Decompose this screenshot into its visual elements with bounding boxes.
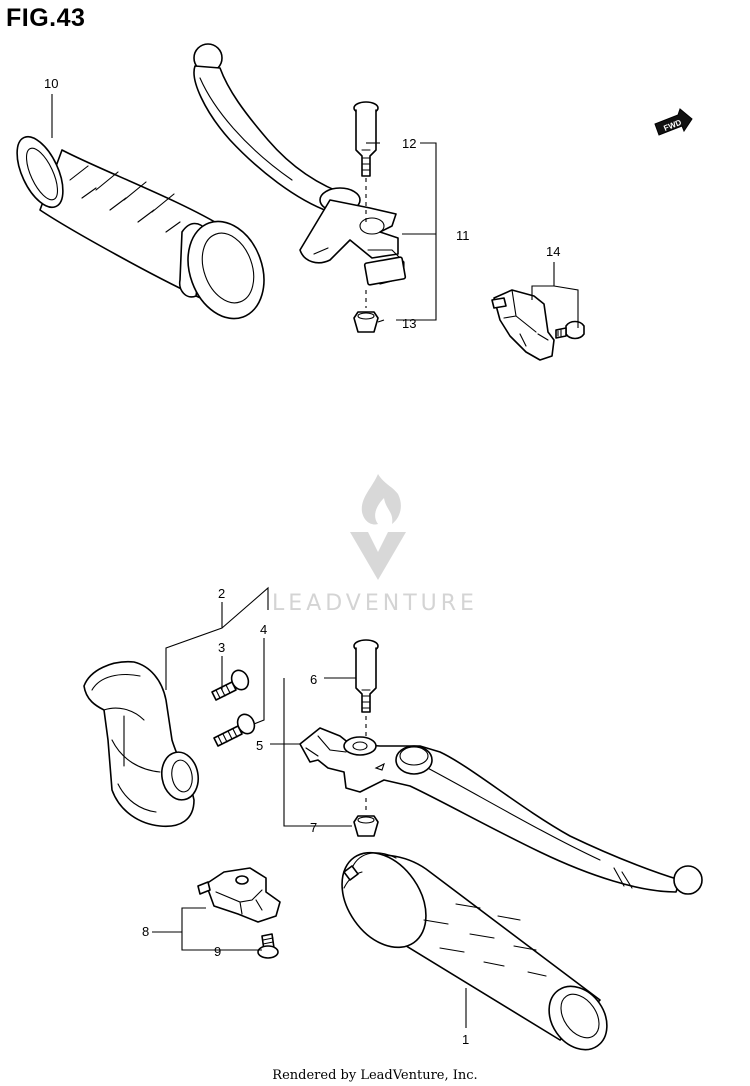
callout-14: 14 — [546, 244, 560, 259]
pivot-bolt-bottom — [353, 639, 379, 738]
nut-top — [353, 290, 379, 333]
watermark: LEADVENTURE — [272, 474, 478, 616]
callout-12: 12 — [402, 136, 416, 151]
leader-lines — [51, 94, 579, 1028]
callout-8: 8 — [142, 924, 149, 939]
callout-6: 6 — [310, 672, 317, 687]
nut-bottom — [353, 798, 379, 837]
callout-1: 1 — [462, 1032, 469, 1047]
screw-lower — [213, 713, 256, 747]
footer-credit: Rendered by LeadVenture, Inc. — [272, 1068, 478, 1083]
clutch-switch-top — [491, 289, 585, 361]
callout-2: 2 — [218, 586, 225, 601]
fwd-direction-badge: FWD — [654, 108, 693, 136]
callout-13: 13 — [402, 316, 416, 331]
switch-housing — [83, 661, 200, 828]
handlebar-grip-left — [16, 135, 265, 320]
callout-10: 10 — [44, 76, 58, 91]
callout-4: 4 — [260, 622, 267, 637]
brake-lever-bottom — [299, 727, 703, 895]
callout-11: 11 — [456, 228, 470, 243]
clutch-lever-top — [193, 43, 407, 286]
fwd-arrow-icon — [654, 108, 693, 136]
callout-5: 5 — [256, 738, 263, 753]
screw-upper — [211, 669, 250, 701]
callout-9: 9 — [214, 944, 221, 959]
watermark-v-icon — [350, 532, 406, 580]
throttle-grip-right — [341, 851, 608, 1051]
callout-numbers: 10 12 11 13 14 2 3 4 6 5 7 8 9 1 — [44, 76, 560, 1047]
watermark-text: LEADVENTURE — [272, 591, 478, 616]
callout-7: 7 — [310, 820, 317, 835]
figure-title: FIG.43 — [6, 4, 86, 32]
callout-3: 3 — [218, 640, 225, 655]
brake-switch — [197, 867, 281, 923]
watermark-flame-icon — [361, 474, 401, 525]
brake-switch-screw — [257, 933, 279, 959]
